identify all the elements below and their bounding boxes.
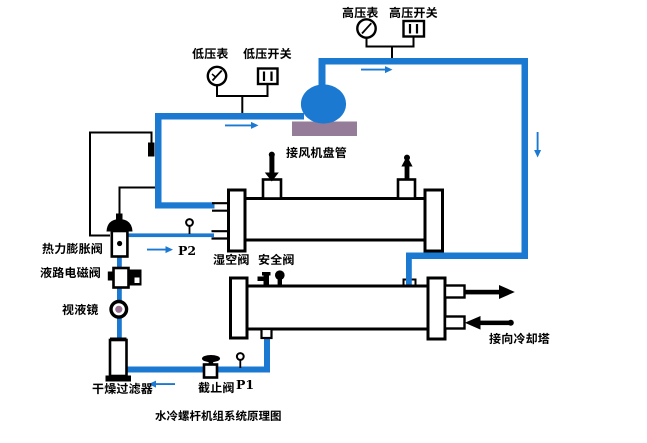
pipe-discharge-riser	[318, 58, 326, 90]
evaporator-suction-stub	[212, 202, 230, 212]
gauge-connector-lines	[216, 37, 415, 114]
evaporator-liquid-stub	[211, 230, 230, 240]
evaporator-water-in-arrow	[264, 151, 279, 182]
evaporator-water-out-arrow	[401, 154, 413, 180]
evaporator-left-cap	[227, 188, 247, 253]
label-sight-glass: 视液镜	[62, 301, 99, 318]
pipe-condenser-inlet-drop	[406, 252, 412, 286]
discharge-flow-arrow	[361, 66, 393, 74]
txv-equalizer-line	[118, 186, 156, 219]
liquid-solenoid-valve-symbol	[107, 266, 142, 289]
high-pressure-switch-symbol	[402, 19, 426, 38]
label-high-pressure-gauge: 高压表	[342, 4, 379, 21]
liquid-flow-arrow	[148, 380, 175, 388]
suction-flow-arrow	[225, 121, 259, 129]
flow-annotation-arrows	[147, 66, 542, 388]
txv-sensing-bulb	[148, 142, 155, 157]
condenser-left-cap	[229, 276, 249, 340]
evaporator-right-cap	[423, 188, 444, 253]
label-high-pressure-switch: 高压开关	[389, 4, 438, 21]
label-liquid-solenoid-valve: 液路电磁阀	[40, 264, 102, 281]
pipe-liquid-bottom	[122, 366, 270, 373]
evaporator-water-in-nozzle	[261, 178, 283, 200]
label-safety-valve: 安全阀	[258, 251, 295, 268]
condenser-water-in-stub	[443, 315, 466, 330]
pipe-suction-horizontal	[155, 113, 304, 120]
stop-valve-symbol	[202, 355, 220, 379]
pipe-solenoid-to-txv	[117, 254, 122, 270]
condenser-liquid-out-stub	[260, 327, 273, 340]
pipe-discharge-top	[318, 58, 528, 65]
label-thermal-expansion-valve: 热力膨胀阀	[42, 240, 104, 257]
pipe-condenser-outlet-drop	[264, 337, 270, 370]
condenser-top-valves	[257, 270, 285, 287]
low-pressure-switch-symbol	[256, 67, 279, 86]
pipe-to-condenser	[406, 252, 528, 259]
label-low-pressure-gauge: 低压表	[192, 45, 229, 62]
diagram-title: 水冷螺杆机组系统原理图	[155, 408, 282, 424]
p2-flow-arrow	[147, 246, 173, 254]
water-flow-arrows	[264, 151, 515, 330]
refrigerant-pipes	[117, 58, 528, 373]
label-stop-valve: 截止阀	[198, 379, 235, 396]
evaporator	[211, 178, 444, 253]
condenser-water-out-stub	[443, 284, 466, 299]
pressure-port-p1-symbol	[235, 352, 245, 368]
purge-valve-symbol	[257, 272, 271, 287]
label-cooling-tower-connection: 接向冷却塔	[489, 330, 551, 347]
pipe-evap-outlet	[155, 202, 215, 209]
evaporator-water-out-nozzle	[396, 178, 417, 200]
txv-capillary-lines	[89, 131, 156, 237]
low-pressure-gauge-symbol	[206, 65, 228, 87]
sight-glass-symbol	[109, 299, 129, 319]
evaporator-body	[236, 197, 436, 242]
label-fan-coil-connection: 接风机盘管	[286, 144, 348, 161]
label-drier-filter: 干燥过滤器	[92, 380, 154, 397]
safety-valve-symbol	[275, 270, 285, 287]
downcomer-flow-arrow	[534, 132, 542, 158]
compressor-shell	[300, 84, 347, 124]
pipe-txv-to-evaporator	[124, 233, 214, 238]
pipe-sightglass-to-solenoid	[117, 285, 122, 305]
pipe-filter-to-sightglass	[117, 314, 122, 340]
compressor	[292, 84, 357, 136]
label-purge-valve: 湿空阀	[213, 251, 250, 268]
pipe-suction-riser	[155, 113, 162, 209]
pressure-port-p2-symbol	[185, 218, 194, 234]
compressor-base	[292, 121, 357, 136]
label-pressure-port-p2: P2	[178, 243, 197, 258]
condenser-water-in-arrow	[464, 316, 514, 330]
label-low-pressure-switch: 低压开关	[243, 45, 292, 62]
pipe-right-downcomer	[521, 58, 528, 259]
condenser	[229, 276, 466, 341]
condenser-body	[238, 284, 438, 331]
hp-gauge-stem-line	[365, 37, 415, 48]
drier-filter-symbol	[105, 337, 131, 382]
high-pressure-gauge-symbol	[356, 18, 377, 39]
condenser-water-out-arrow	[464, 285, 515, 299]
txv-capillary-line	[89, 131, 153, 237]
label-pressure-port-p1: P1	[236, 377, 255, 392]
condenser-right-cap	[426, 276, 447, 341]
thermal-expansion-valve-symbol	[106, 213, 133, 258]
